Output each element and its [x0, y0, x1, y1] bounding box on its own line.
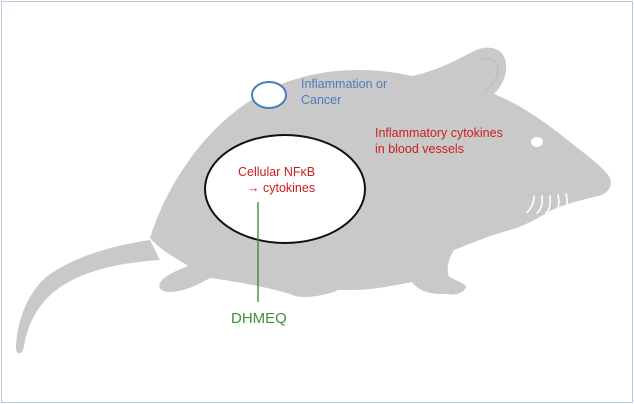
ear-icon	[479, 57, 499, 91]
inflammation-label-line2: Cancer	[301, 93, 342, 107]
whiskers-icon	[526, 193, 568, 214]
cellular-nfkb-label: Cellular NFκB → cytokines	[238, 164, 315, 196]
blood-cytokines-label-line1: Inflammatory cytokines	[375, 126, 503, 140]
hind-foot	[300, 268, 351, 284]
dhmeq-label: DHMEQ	[231, 310, 287, 327]
blood-cytokines-label-line2: in blood vessels	[375, 142, 464, 156]
mouse-tail	[15, 240, 161, 354]
inflammation-site-ellipse	[251, 81, 287, 109]
cellular-nfkb-label-line2: → cytokines	[247, 181, 316, 195]
eye-icon	[531, 137, 543, 147]
blood-cytokines-label: Inflammatory cytokines in blood vessels	[375, 125, 503, 157]
inflammation-label-line1: Inflammation or	[301, 77, 388, 91]
inflammation-label: Inflammation or Cancer	[301, 76, 387, 108]
cell-ellipse	[204, 134, 366, 244]
front-foot	[436, 270, 466, 295]
cellular-nfkb-label-line1: Cellular NFκB	[238, 165, 316, 179]
